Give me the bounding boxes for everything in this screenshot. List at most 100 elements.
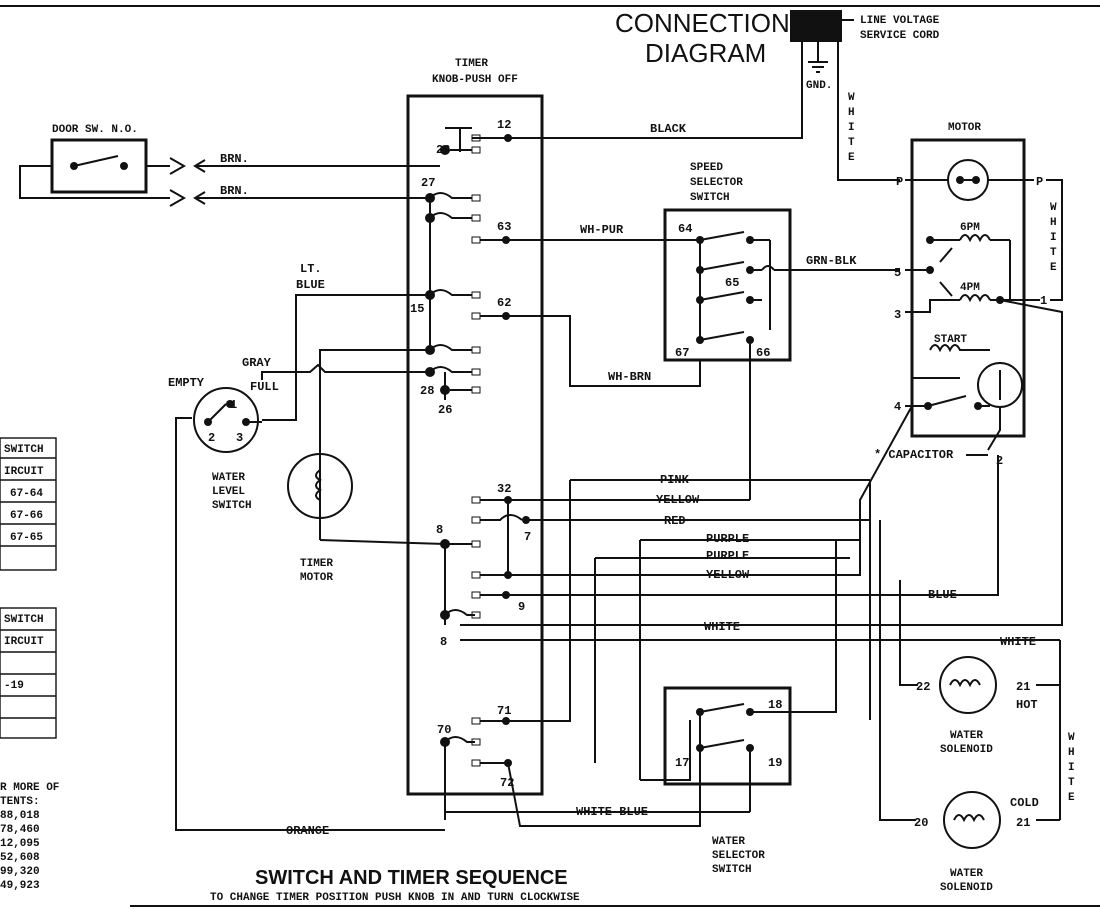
svg-text:P: P	[1036, 175, 1043, 189]
svg-text:70: 70	[437, 723, 451, 737]
svg-text:88,018: 88,018	[0, 810, 40, 822]
wire-lt-label: LT.	[300, 262, 322, 276]
wire-lt-blue-label: BLUE	[296, 278, 325, 292]
wire-brn-1: BRN.	[220, 152, 249, 166]
svg-text:TENTS:: TENTS:	[0, 796, 40, 808]
level-full-label: FULL	[250, 380, 279, 394]
svg-text:9: 9	[518, 600, 525, 614]
svg-text:66: 66	[756, 346, 770, 360]
timer-box	[406, 94, 544, 796]
svg-text:2: 2	[208, 431, 215, 445]
speed-label-1: SPEED	[690, 162, 723, 174]
svg-text:67-64: 67-64	[10, 488, 43, 500]
water-level-switch	[193, 387, 259, 453]
svg-text:21: 21	[1016, 680, 1030, 694]
svg-text:8: 8	[440, 635, 447, 649]
wire-purple-2: PURPLE	[706, 549, 749, 563]
svg-text:TIMER: TIMER	[300, 558, 333, 570]
svg-text:R MORE OF: R MORE OF	[0, 782, 59, 794]
left-table-1: SWITCH IRCUIT 67-64 67-66 67-65	[0, 437, 57, 571]
door-switch-label: DOOR SW. N.O.	[52, 124, 138, 136]
cord-label-2: SERVICE CORD	[860, 30, 940, 42]
svg-text:HOT: HOT	[1016, 698, 1038, 712]
svg-text:SWITCH: SWITCH	[4, 444, 44, 456]
winding-4pm: 4PM	[960, 282, 980, 294]
svg-text:1: 1	[230, 398, 237, 412]
wire-yellow: YELLOW	[656, 493, 700, 507]
svg-text:SWITCH: SWITCH	[712, 864, 752, 876]
svg-text:67: 67	[675, 346, 689, 360]
svg-text:2: 2	[996, 454, 1003, 468]
left-notes: R MORE OF TENTS: 88,018 78,460 12,095 52…	[0, 782, 59, 892]
diagram-title-line1: CONNECTION	[615, 8, 790, 38]
timer-label-1: TIMER	[455, 58, 488, 70]
svg-text:WATER: WATER	[712, 836, 745, 848]
svg-text:17: 17	[675, 756, 689, 770]
wire-grn-blk: GRN-BLK	[806, 254, 857, 268]
door-switch-box	[50, 138, 148, 194]
speed-label-2: SELECTOR	[690, 177, 743, 189]
wire-white: WHITE	[704, 620, 740, 634]
svg-text:WATER: WATER	[950, 868, 983, 880]
svg-text:22: 22	[916, 680, 930, 694]
wire-wh-pur: WH-PUR	[580, 223, 624, 237]
svg-text:SWITCH: SWITCH	[212, 500, 252, 512]
svg-text:99,320: 99,320	[0, 866, 40, 878]
svg-text:P: P	[896, 175, 903, 189]
cold-water-solenoid	[943, 791, 1001, 849]
hot-water-solenoid	[939, 656, 997, 714]
svg-text:63: 63	[497, 220, 511, 234]
svg-text:67-65: 67-65	[10, 532, 43, 544]
capacitor-label: * CAPACITOR	[874, 448, 954, 462]
svg-text:7: 7	[524, 530, 531, 544]
svg-text:5: 5	[894, 266, 901, 280]
wire-orange: ORANGE	[286, 824, 329, 838]
svg-text:78,460: 78,460	[0, 824, 40, 836]
svg-text:15: 15	[410, 302, 424, 316]
svg-text:WATER: WATER	[212, 472, 245, 484]
water-selector-box	[663, 686, 792, 786]
svg-text:COLD: COLD	[1010, 796, 1039, 810]
svg-text:20: 20	[914, 816, 928, 830]
speed-selector-box	[663, 208, 792, 362]
svg-text:26: 26	[438, 403, 452, 417]
winding-6pm: 6PM	[960, 222, 980, 234]
wire-blue-2: BLUE	[928, 588, 957, 602]
diagram-title-line2: DIAGRAM	[645, 38, 766, 68]
cord-label-1: LINE VOLTAGE	[860, 15, 940, 27]
svg-text:65: 65	[725, 276, 739, 290]
svg-text:62: 62	[497, 296, 511, 310]
svg-text:12,095: 12,095	[0, 838, 40, 850]
level-empty-label: EMPTY	[168, 376, 205, 390]
svg-text:1: 1	[1040, 294, 1047, 308]
svg-text:52,608: 52,608	[0, 852, 40, 864]
svg-text:4: 4	[894, 400, 901, 414]
svg-text:32: 32	[497, 482, 511, 496]
ground-label: GND.	[806, 80, 832, 92]
wire-black-label: BLACK	[650, 122, 687, 136]
left-table-2: SWITCH IRCUIT -19	[0, 607, 57, 739]
sequence-subtitle: TO CHANGE TIMER POSITION PUSH KNOB IN AN…	[210, 892, 580, 904]
svg-text:WATER: WATER	[950, 730, 983, 742]
svg-text:SWITCH: SWITCH	[4, 614, 44, 626]
sequence-title: SWITCH AND TIMER SEQUENCE	[255, 867, 568, 889]
timer-terminal-12: 12	[497, 118, 511, 132]
wire-white-2: WHITE	[1000, 635, 1036, 649]
wire-brn-2: BRN.	[220, 184, 249, 198]
svg-text:21: 21	[1016, 816, 1030, 830]
svg-text:67-66: 67-66	[10, 510, 43, 522]
coil-6pm	[959, 234, 991, 243]
svg-text:71: 71	[497, 704, 511, 718]
svg-text:SOLENOID: SOLENOID	[940, 744, 993, 756]
svg-text:SELECTOR: SELECTOR	[712, 850, 765, 862]
svg-text:64: 64	[678, 222, 692, 236]
wire-gray-label: GRAY	[242, 356, 272, 370]
svg-text:MOTOR: MOTOR	[300, 572, 333, 584]
motor-label: MOTOR	[948, 122, 981, 134]
svg-text:IRCUIT: IRCUIT	[4, 466, 44, 478]
coil-4pm	[959, 294, 991, 303]
motor-box	[910, 138, 1026, 438]
